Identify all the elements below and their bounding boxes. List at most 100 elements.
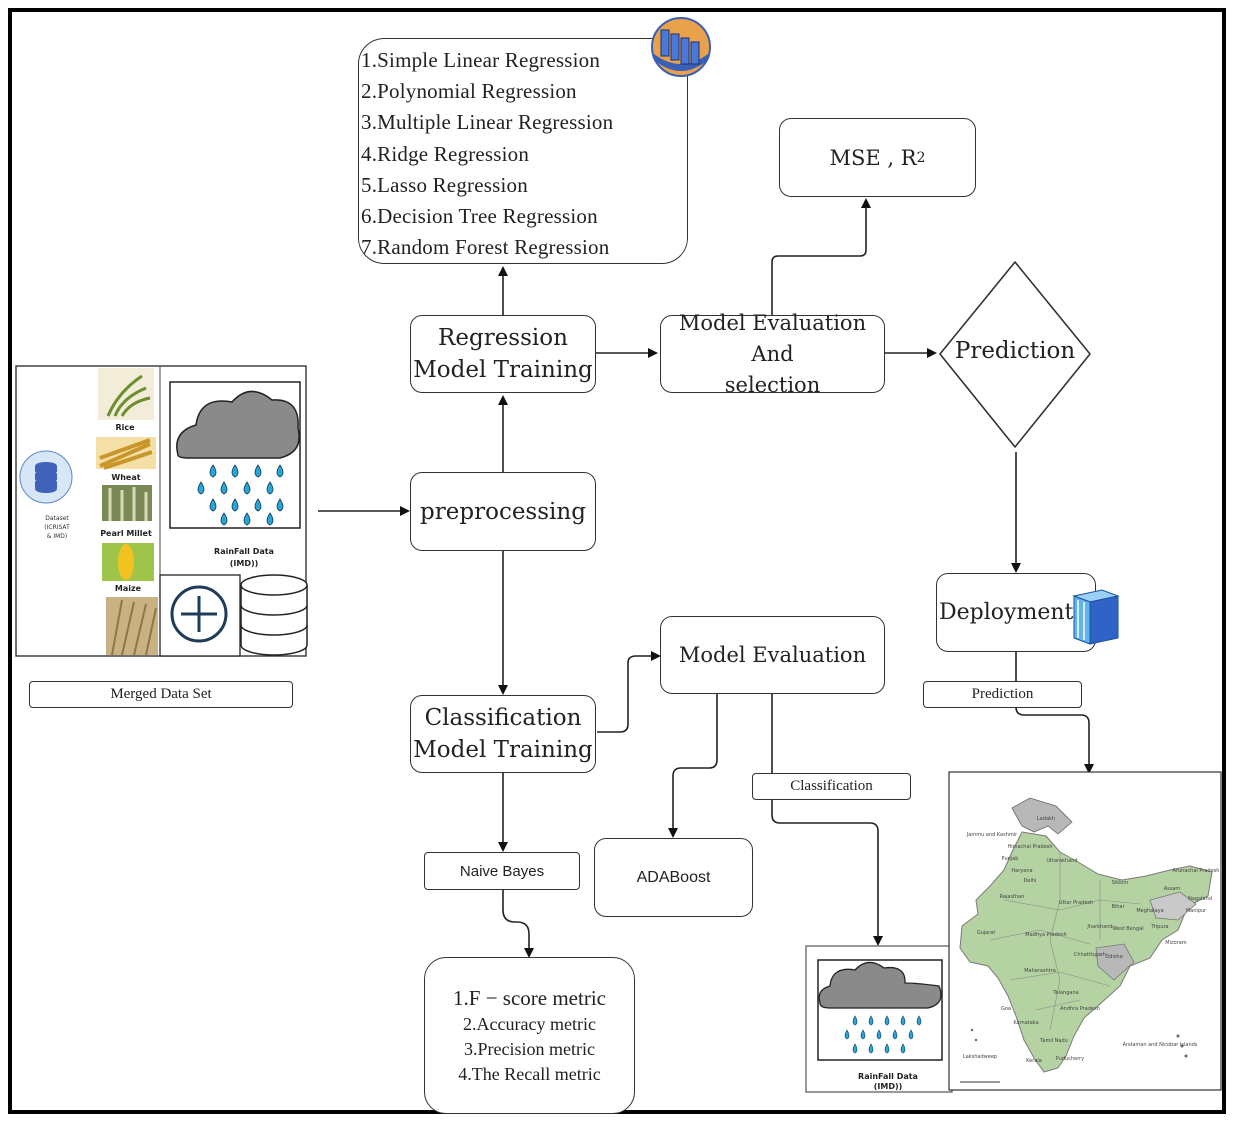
classification-training-node: Classification Model Training <box>410 695 596 773</box>
mse-label: MSE , R <box>829 145 917 170</box>
deployment-label: Deployment <box>939 600 1074 625</box>
cloud-icon <box>176 390 300 459</box>
map-label-meghalaya: Meghalaya <box>1136 908 1163 914</box>
merged-data-set-label: Merged Data Set <box>29 681 293 708</box>
arrow-naive-bayes-to-metrics <box>502 890 534 958</box>
map-label-punjab: Punjab <box>1002 856 1019 862</box>
rainfall-small-label-2: (IMD)) <box>874 1082 903 1091</box>
model-item-5: 5.Lasso Regression <box>361 172 528 197</box>
database-stack-icon <box>240 574 308 656</box>
dataset-image: Dataset (ICRISAT & IMD) Rice Wheat Pearl… <box>15 365 308 657</box>
model-eval-selection-line1: Model Evaluation And <box>678 310 867 366</box>
map-label-andaman-and-nicobar-islands: Andaman and Nicobar Islands <box>1123 1042 1198 1048</box>
model-evaluation-label: Model Evaluation <box>678 643 867 667</box>
map-label-bihar: Bihar <box>1111 904 1125 910</box>
mse-superscript: 2 <box>916 149 926 166</box>
metric-precision: 3.Precision metric <box>464 1039 595 1059</box>
model-eval-selection-line2: selection <box>724 372 821 397</box>
regression-training-line2: Model Training <box>413 357 593 383</box>
adaboost-label: ADABoost <box>636 868 711 886</box>
model-evaluation-selection-node: Model Evaluation And selection <box>660 311 885 397</box>
model-item-1: 1.Simple Linear Regression <box>361 48 601 72</box>
dataset-label-1: Dataset <box>45 515 69 522</box>
map-label-jammu-and-kashmir: Jammu and Kashmir <box>966 832 1018 838</box>
wheat-label: Wheat <box>111 473 140 482</box>
map-label-tamil-nadu: Tamil Nadu <box>1039 1038 1068 1044</box>
map-label-chhattisgarh: Chhattisgarh <box>1074 952 1106 958</box>
map-label-rajasthan: Rajasthan <box>1000 894 1025 900</box>
server-rack-logo-icon <box>651 17 711 77</box>
map-label-maharashtra: Maharashtra <box>1024 968 1056 974</box>
rainfall-label-1: RainFall Data <box>214 547 274 556</box>
preprocessing-label: preprocessing <box>420 498 586 525</box>
map-label-madhya-pradesh: Madhya Pradesh <box>1025 932 1066 938</box>
map-label-telangana: Telangana <box>1052 990 1078 996</box>
prediction-node-label: Prediction <box>954 338 1076 364</box>
dataset-label-3: & IMD) <box>47 533 68 540</box>
prediction-diamond <box>939 261 1091 448</box>
regression-training-node: Regression Model Training <box>410 315 596 393</box>
rain-drops-small-icon <box>844 1015 922 1054</box>
cloud-small-icon <box>818 961 942 1009</box>
map-label-mizoram: Mizoram <box>1165 940 1187 946</box>
map-label-andhra-pradesh: Andhra Pradesh <box>1060 1006 1100 1012</box>
map-label-haryana: Haryana <box>1011 868 1032 874</box>
arrow-evaluation-to-adaboost <box>668 694 718 838</box>
map-label-jharkhand: Jharkhand <box>1086 924 1112 930</box>
arrow-evaluation-to-rainfall-output <box>771 694 883 946</box>
map-label-west-bengal: West Bengal <box>1112 926 1143 932</box>
map-label-kerala: Kerala <box>1026 1058 1042 1064</box>
map-label-nagaland: Nagaland <box>1188 896 1212 902</box>
map-label-goa: Goa <box>1001 1006 1011 1012</box>
map-north-region <box>1011 797 1073 835</box>
rain-drops-icon <box>197 464 284 526</box>
rainfall-label-2: (IMD)) <box>230 559 259 568</box>
map-label-karnataka: Karnataka <box>1013 1020 1038 1026</box>
model-item-6: 6.Decision Tree Regression <box>361 204 598 229</box>
classification-output-label: Classification <box>752 773 911 800</box>
plus-icon <box>170 585 228 643</box>
model-item-7: 7.Random Forest Regression <box>361 235 610 260</box>
map-label-uttarakhand: Uttarakhand <box>1046 858 1077 864</box>
metrics-node: 1.F − score metric 2.Accuracy metric 3.P… <box>424 957 635 1114</box>
map-label-manipur: Manipur <box>1186 908 1207 914</box>
server-icon <box>1072 589 1120 645</box>
map-label-odisha: Odisha <box>1105 954 1122 960</box>
naive-bayes-label: Naive Bayes <box>424 852 580 890</box>
adaboost-node: ADABoost <box>594 838 753 917</box>
metric-recall: 4.The Recall metric <box>458 1064 601 1084</box>
map-label-sikkim: Sikkim <box>1112 880 1129 886</box>
map-label-puducherry: Puducherry <box>1056 1056 1084 1062</box>
classification-training-line1: Classification <box>424 705 582 731</box>
arrow-classification-to-model-evaluation <box>597 651 661 733</box>
regression-models-list: 1.Simple Linear Regression 2.Polynomial … <box>358 38 688 264</box>
map-label-ladakh: Ladakh <box>1037 816 1055 822</box>
prediction-output-label: Prediction <box>923 681 1082 708</box>
map-india-shape <box>959 831 1213 1073</box>
rainfall-output-image: RainFall Data (IMD)) <box>805 945 953 1093</box>
model-evaluation-node: Model Evaluation <box>660 616 885 694</box>
map-label-tripura: Tripura <box>1150 924 1168 930</box>
metric-f-score: 1.F − score metric <box>453 986 606 1010</box>
map-label-delhi: Delhi <box>1024 878 1037 884</box>
metric-accuracy: 2.Accuracy metric <box>463 1014 596 1034</box>
model-item-3: 3.Multiple Linear Regression <box>361 110 614 135</box>
maize-label: Maize <box>115 584 142 593</box>
map-label-arunachal-pradesh: Arunachal Pradesh <box>1173 868 1220 874</box>
map-label-uttar-pradesh: Uttar Pradesh <box>1059 900 1093 906</box>
preprocessing-node: preprocessing <box>410 472 596 551</box>
model-item-4: 4.Ridge Regression <box>361 141 530 166</box>
rice-label: Rice <box>115 423 135 432</box>
map-label-assam: Assam <box>1164 886 1181 892</box>
classification-training-line2: Model Training <box>413 737 593 763</box>
pearl-millet-label: Pearl Millet <box>100 529 152 538</box>
arrow-evaluation-to-mse <box>771 198 871 315</box>
map-label-gujarat: Gujarat <box>977 930 996 936</box>
dataset-label-2: (ICRISAT <box>44 524 70 531</box>
regression-training-line1: Regression <box>438 325 568 351</box>
rainfall-small-label-1: RainFall Data <box>858 1072 918 1081</box>
map-label-lakshadweep: Lakshadweep <box>963 1054 997 1060</box>
